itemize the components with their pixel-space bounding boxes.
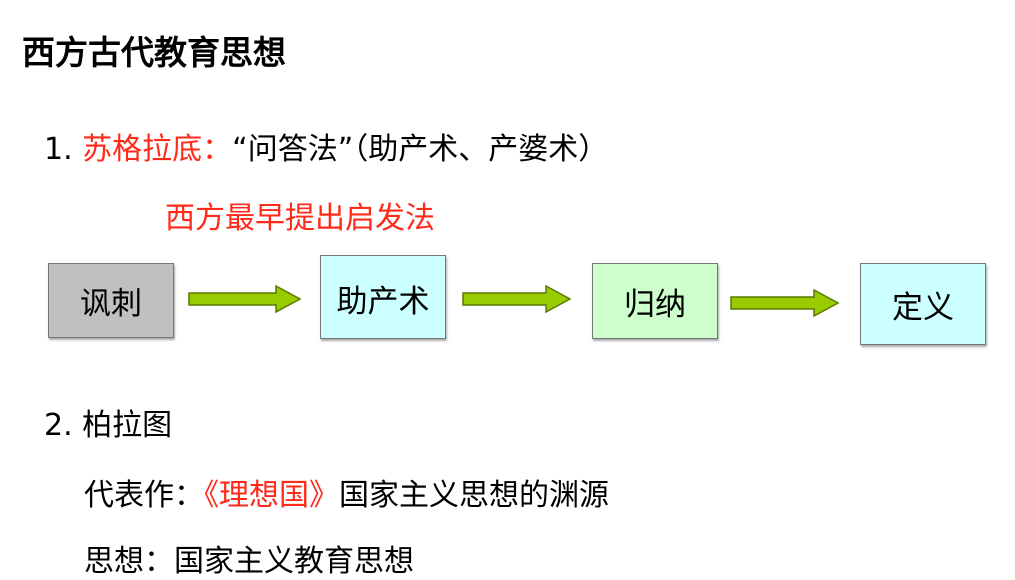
flow-step-label: 助产术 — [336, 284, 430, 320]
plato-thought: 思想：国家主义教育思想 — [84, 536, 414, 580]
work-label: 代表作： — [84, 478, 204, 513]
section-number: 2. — [44, 408, 73, 443]
plato-work: 代表作：《理想国》国家主义思想的渊源 — [84, 470, 609, 514]
flow-step-definition: 定义 — [860, 263, 986, 345]
slide-title: 西方古代教育思想 — [22, 33, 286, 72]
flow-step-irony: 讽刺 — [48, 263, 174, 338]
section-number: 1. — [44, 132, 73, 167]
socrates-name: 苏格拉底： — [82, 132, 233, 167]
socrates-note: 西方最早提出启发法 — [165, 201, 435, 236]
plato-name: 柏拉图 — [82, 408, 173, 443]
flow-step-midwifery: 助产术 — [320, 255, 446, 339]
flow-step-induction: 归纳 — [592, 263, 718, 339]
thought-label: 思想： — [84, 544, 174, 579]
section-socrates: 1. 苏格拉底：“问答法”（助产术、产婆术） — [44, 124, 608, 168]
flow-arrow-icon — [188, 284, 302, 314]
work-title: 《理想国》 — [204, 478, 339, 513]
work-desc: 国家主义思想的渊源 — [339, 478, 609, 513]
flow-arrow-icon — [730, 288, 840, 318]
flow-arrow-icon — [462, 284, 572, 314]
section-plato: 2. 柏拉图 — [44, 400, 172, 444]
socrates-method: “问答法”（助产术、产婆术） — [232, 132, 609, 167]
thought-text: 国家主义教育思想 — [174, 544, 414, 579]
